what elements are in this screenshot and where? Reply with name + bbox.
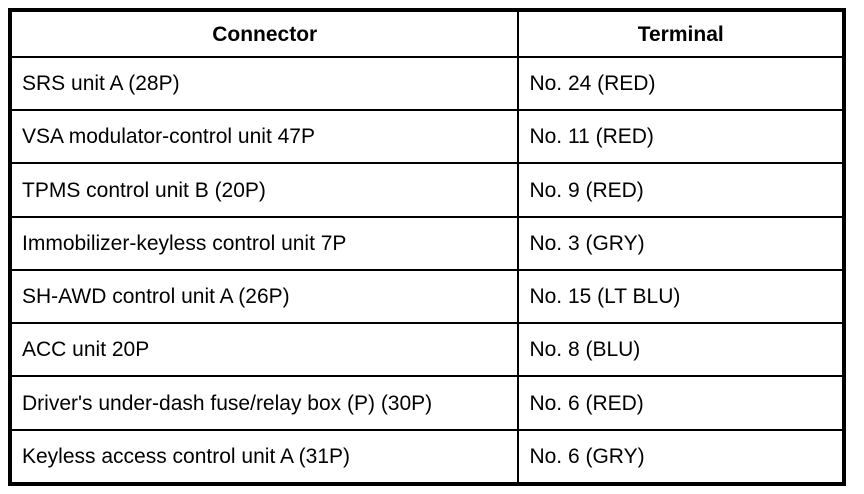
table-row: TPMS control unit B (20P) No. 9 (RED)	[8, 162, 845, 218]
connector-cell: Keyless access control unit A (31P)	[8, 428, 520, 486]
table-row: SH-AWD control unit A (26P) No. 15 (LT B…	[8, 268, 845, 325]
terminal-cell: No. 11 (RED)	[517, 109, 845, 165]
connector-cell: ACC unit 20P	[8, 322, 520, 378]
terminal-cell: No. 15 (LT BLU)	[517, 268, 845, 325]
table-row: VSA modulator-control unit 47P No. 11 (R…	[8, 109, 845, 165]
connector-cell: VSA modulator-control unit 47P	[8, 109, 520, 165]
table-row: Keyless access control unit A (31P) No. …	[8, 428, 845, 486]
table-row: ACC unit 20P No. 8 (BLU)	[8, 322, 845, 378]
terminal-cell: No. 6 (RED)	[517, 375, 845, 431]
table-row: Immobilizer-keyless control unit 7P No. …	[8, 215, 845, 271]
connector-cell: SRS unit A (28P)	[8, 55, 520, 112]
terminal-cell: No. 8 (BLU)	[517, 322, 845, 378]
table-row: SRS unit A (28P) No. 24 (RED)	[8, 55, 845, 112]
table-row: Driver's under-dash fuse/relay box (P) (…	[8, 375, 845, 431]
terminal-cell: No. 24 (RED)	[517, 55, 845, 112]
connector-terminal-table: Connector Terminal SRS unit A (28P) No. …	[8, 8, 846, 486]
header-row: Connector Terminal	[8, 9, 845, 58]
connector-cell: Immobilizer-keyless control unit 7P	[8, 215, 520, 271]
terminal-cell: No. 6 (GRY)	[517, 428, 845, 486]
column-header-connector: Connector	[8, 9, 520, 58]
terminal-cell: No. 3 (GRY)	[517, 215, 845, 271]
terminal-cell: No. 9 (RED)	[517, 162, 845, 218]
connector-cell: Driver's under-dash fuse/relay box (P) (…	[8, 375, 520, 431]
connector-cell: SH-AWD control unit A (26P)	[8, 268, 520, 325]
connector-cell: TPMS control unit B (20P)	[8, 162, 520, 218]
column-header-terminal: Terminal	[517, 9, 845, 58]
